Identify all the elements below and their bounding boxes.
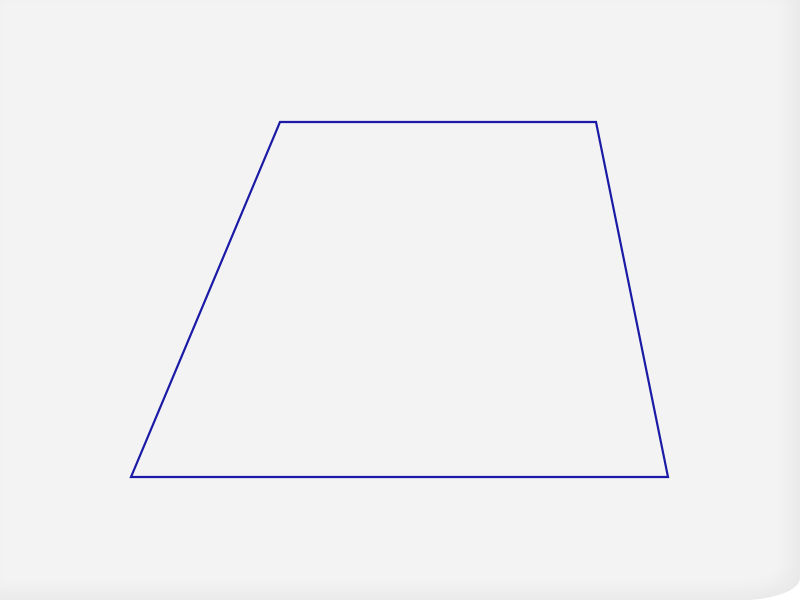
trapezoid-shape — [129, 120, 670, 479]
